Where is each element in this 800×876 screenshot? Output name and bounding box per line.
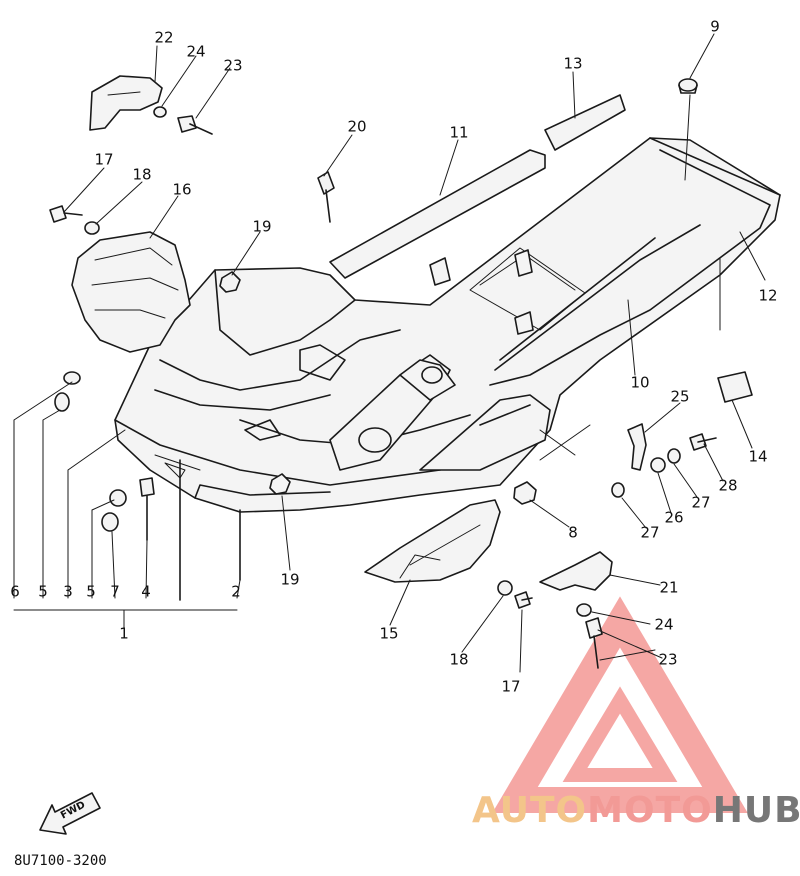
part-11-stripe [329,149,546,279]
watermark-moto: MOTO [587,790,713,831]
callout-14: 14 [748,447,768,466]
callout-19-bottom: 19 [280,570,300,589]
callout-13: 13 [563,54,583,73]
callout-15: 15 [379,624,399,643]
callout-9: 9 [710,17,720,36]
callout-3: 3 [63,582,73,601]
callout-26: 26 [664,508,684,527]
callout-17-bottom: 17 [501,677,521,696]
part-18-washer-bottom [497,580,513,596]
part-17-bolt-left [49,205,83,223]
part-4-bolt [139,477,155,541]
leader-lines [13,33,766,673]
callout-24-bottom: 24 [654,615,674,634]
part-20-screw [317,171,335,223]
callout-24-top: 24 [186,42,206,61]
part-23-bolt-top [177,115,213,135]
part-code: 8U7100-3200 [14,853,107,869]
fwd-arrow-icon [39,792,101,835]
callout-22: 22 [154,28,174,47]
part-28-bolt [689,433,717,451]
part-5-collar-upper [54,392,70,412]
callout-7: 7 [110,582,120,601]
part-26-collar [650,457,666,473]
callout-4: 4 [141,582,151,601]
callout-18-bottom: 18 [449,650,469,669]
watermark-auto: AUTO [472,790,588,831]
part-27-washer-right [667,448,681,464]
callout-11: 11 [449,123,469,142]
callout-27-left: 27 [640,523,660,542]
part-18-washer-left [84,221,100,235]
callout-16: 16 [172,180,192,199]
watermark-wordmark: AUTOMOTOHUB [472,790,800,831]
side-rail-right [419,394,551,471]
part-16-front-cover [71,231,191,353]
callout-20: 20 [347,117,367,136]
callout-12: 12 [758,286,778,305]
callout-23-top: 23 [223,56,243,75]
part-13-stripe [544,94,626,151]
callout-25: 25 [670,387,690,406]
callout-19-top: 19 [252,217,272,236]
part-25-hook [627,423,647,471]
callout-6: 6 [10,582,20,601]
seat-frame [114,137,781,601]
part-19-nut-bottom [269,473,291,495]
callout-17-top: 17 [94,150,114,169]
part-27-washer-left [611,482,625,498]
part-22-bracket [89,75,163,131]
callout-10: 10 [630,373,650,392]
callout-21: 21 [659,578,679,597]
part-5-collar-lower [109,489,127,507]
part-15-side-cover [364,499,501,583]
part-8-damper [513,481,537,505]
callout-27-right: 27 [691,493,711,512]
callout-1: 1 [119,624,129,643]
part-21-bracket [539,551,613,591]
part-24-washer-bottom [576,603,592,617]
callout-8: 8 [568,523,578,542]
callout-5-left: 5 [38,582,48,601]
part-17-bolt-bottom [514,591,533,609]
watermark-hub: HUB [712,790,800,831]
part-6-grommet [63,371,81,385]
part-23-bolt-bottom [585,617,603,669]
watermark-logo [492,596,748,813]
part-7-damper [101,512,119,532]
part-14-plate [717,371,753,403]
part-9-cap [678,78,698,94]
part-19-nut-top [219,271,241,293]
callout-28: 28 [718,476,738,495]
callout-18-top: 18 [132,165,152,184]
callout-2: 2 [231,582,241,601]
callout-23-bottom: 23 [658,650,678,669]
callout-5-right: 5 [86,582,96,601]
part-24-washer-top [153,106,167,118]
